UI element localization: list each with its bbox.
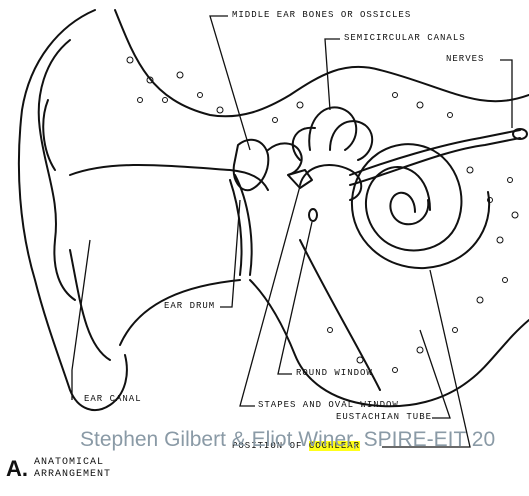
label-ear-canal: EAR CANAL [84, 394, 142, 404]
caption-line-1: ANATOMICAL [34, 457, 104, 468]
label-round-window: ROUND WINDOW [296, 368, 373, 378]
leader-nerves [500, 60, 512, 128]
incus-shape [268, 143, 302, 175]
leader-round-window [278, 222, 312, 374]
nerve-bundle [350, 130, 520, 185]
semicircular-canal-1 [309, 107, 356, 150]
caption-letter: A. [6, 456, 28, 482]
leader-middle-ear-bones [210, 16, 250, 150]
pinna-inner-fold [39, 40, 75, 300]
label-eustachian-tube: EUSTACHIAN TUBE [336, 412, 432, 422]
semicircular-canal-3 [293, 128, 315, 160]
leader-semicircular-canals [325, 39, 340, 110]
label-nerves: NERVES [446, 54, 484, 64]
label-stapes-oval-window: STAPES AND OVAL WINDOW [258, 400, 399, 410]
round-window-shape [309, 209, 317, 221]
credit-watermark: Stephen Gilbert & Eliot Winer, SPIRE-EIT… [80, 428, 495, 452]
label-semicircular-canals: SEMICIRCULAR CANALS [344, 33, 466, 43]
semicircular-canal-2 [330, 121, 372, 160]
pinna-outline [19, 10, 127, 410]
cochlea-inner-spiral [390, 193, 428, 225]
caption-line-2: ARRANGEMENT [34, 469, 111, 480]
cochlea-spiral [352, 144, 489, 268]
label-ear-drum: EAR DRUM [164, 301, 215, 311]
leader-eustachian-tube [420, 330, 450, 418]
leader-ear-canal [72, 240, 90, 400]
bone-lower-outline [250, 280, 529, 406]
label-middle-ear-bones: MIDDLE EAR BONES OR OSSICLES [232, 10, 411, 20]
leader-ear-drum [220, 200, 240, 307]
